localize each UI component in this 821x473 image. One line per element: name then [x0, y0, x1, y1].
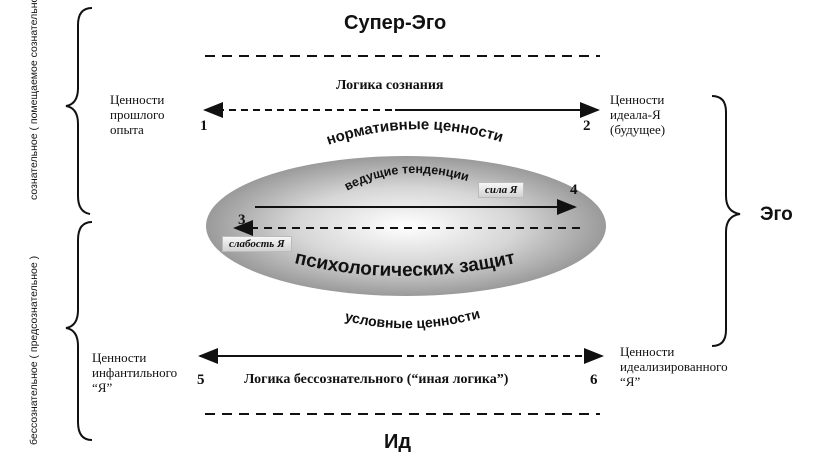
superego-title: Супер-Эго	[344, 12, 447, 34]
number-5: 5	[197, 372, 205, 388]
ego-title: Эго	[760, 204, 793, 225]
number-6: 6	[590, 372, 598, 388]
conscious-side-label: сознательное ( помещаемое сознательное )	[28, 0, 40, 200]
ego-weakness-tag: слабость Я	[222, 236, 292, 252]
right-brace-ego	[711, 95, 741, 347]
number-3: 3	[238, 212, 246, 228]
number-4: 4	[570, 182, 578, 198]
number-1: 1	[200, 118, 208, 134]
left-brace-upper	[65, 7, 93, 215]
conditional-values-text: условные ценности	[344, 305, 482, 331]
idealized-self-values: Ценности идеализированного “Я”	[620, 344, 728, 389]
normative-values-text: нормативные ценности	[324, 116, 505, 149]
ego-strength-tag: сила Я	[478, 182, 525, 198]
ideal-self-values: Ценности идеала-Я (будущее)	[610, 92, 666, 137]
left-brace-lower	[65, 221, 93, 441]
past-experience-values: Ценности прошлого опыта	[110, 92, 165, 137]
unconscious-logic-label: Логика бессознательного (“иная логика”)	[244, 372, 509, 387]
infantile-self-values: Ценности инфантильного “Я”	[92, 350, 178, 395]
consciousness-logic-label: Логика сознания	[336, 78, 444, 93]
id-title: Ид	[384, 431, 412, 453]
preconscious-side-label: бессознательное ( предсознательное )	[28, 255, 40, 445]
number-2: 2	[583, 118, 591, 134]
